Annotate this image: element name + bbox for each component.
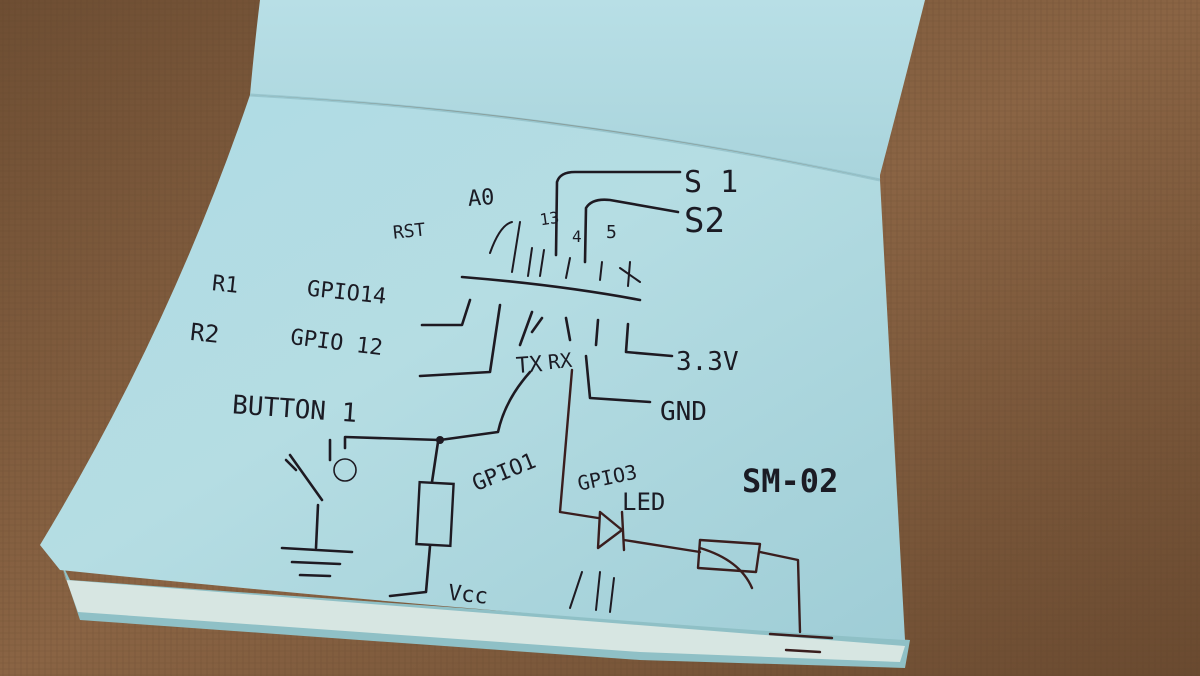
label-a0: A0 [467, 185, 495, 212]
resistor-to-vcc [388, 440, 455, 598]
label-s2: S2 [684, 201, 725, 241]
page-fold [249, 93, 881, 182]
main-page [40, 95, 905, 640]
label-module: SM-02 [742, 462, 838, 500]
label-tx: TX [515, 352, 544, 379]
label-rx: RX [547, 348, 573, 374]
page-stack [62, 568, 905, 662]
label-s1: S 1 [684, 165, 738, 200]
label-r1: R1 [211, 271, 240, 299]
upper-page [250, 0, 925, 180]
lower-pins [418, 298, 674, 520]
label-vcc: Vcc [447, 581, 489, 610]
label-pin-4: 4 [572, 227, 582, 246]
label-rst: RST [392, 219, 427, 243]
label-3v3: 3.3V [676, 347, 739, 377]
label-pin-5: 5 [606, 222, 617, 243]
label-pin-13: 13 [539, 208, 561, 229]
header-wiring [460, 170, 682, 302]
button-circuit [280, 435, 444, 578]
label-led: LED [622, 488, 665, 516]
label-gnd: GND [660, 397, 707, 427]
led-circuit [569, 510, 834, 654]
label-r2: R2 [189, 318, 221, 349]
